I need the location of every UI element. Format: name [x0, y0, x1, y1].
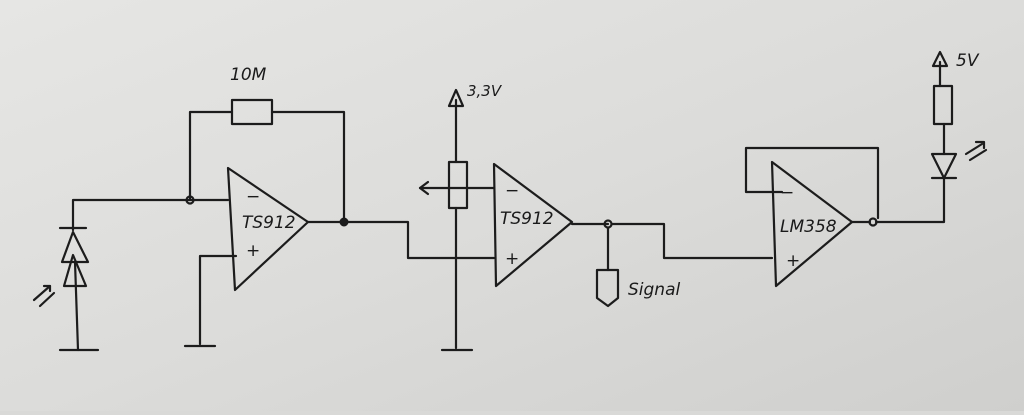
emitted-light-icon	[964, 140, 988, 162]
opamp-3-plus: +	[786, 251, 800, 271]
opamp-3-name: LM358	[780, 217, 837, 237]
opamp-2-minus: −	[505, 181, 519, 201]
opamp-2-plus: +	[505, 249, 519, 269]
light-arrows-icon	[32, 284, 56, 308]
supply-33-label: 3,3V	[467, 82, 503, 100]
photodiode	[32, 198, 192, 352]
opamp-2-name: TS912	[500, 209, 554, 229]
opamp-1-minus: −	[246, 187, 260, 207]
feedback-resistor-label: 10M	[230, 65, 267, 85]
opamp-1: − TS912 +	[226, 166, 310, 292]
signal-connector: Signal	[595, 226, 680, 308]
potentiometer: 3,3V	[418, 82, 503, 352]
opamp-3: − LM358 +	[744, 146, 880, 288]
opamp-2: − TS912 +	[492, 162, 574, 288]
opamp-1-name: TS912	[242, 213, 296, 233]
supply-arrow-icon	[447, 88, 465, 108]
opamp-3-minus: −	[780, 183, 794, 203]
signal-label: Signal	[628, 280, 680, 300]
feedback-resistor: 10M	[188, 65, 346, 224]
supply-5v-arrow-icon	[931, 50, 949, 68]
supply-5v-label: 5V	[956, 51, 980, 71]
opamp-1-plus: +	[246, 241, 260, 261]
led-indicator: 5V	[930, 50, 988, 180]
